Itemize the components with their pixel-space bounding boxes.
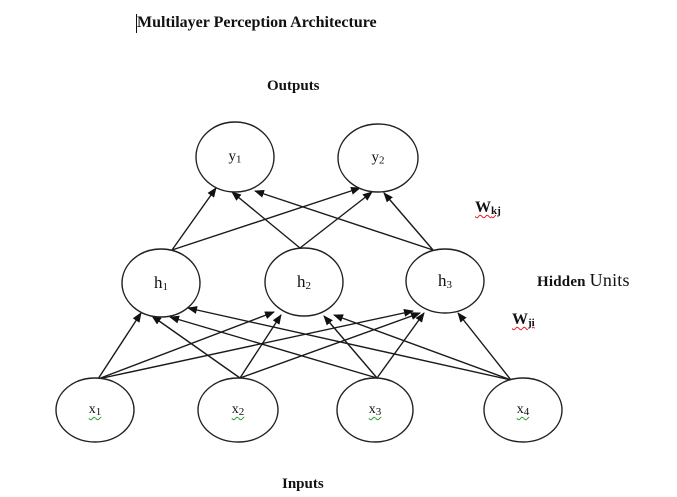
node-label-base: x — [231, 402, 239, 417]
node-label-subscript: 2 — [305, 280, 312, 292]
outputs-label: Outputs — [267, 78, 320, 94]
inputs-label: Inputs — [282, 476, 324, 492]
input-node-x4 — [483, 377, 563, 443]
connection-x2-to-h2 — [239, 314, 282, 379]
node-label-h3: h3 — [438, 271, 452, 291]
hidden-node-h1 — [121, 248, 201, 318]
node-label-base: y — [228, 148, 237, 165]
node-label-subscript: 4 — [523, 406, 530, 418]
connection-x1-to-h3 — [97, 308, 414, 380]
weight-label-ji: Wji — [512, 311, 535, 329]
node-label-base: x — [88, 402, 96, 417]
node-label-x4: x4 — [517, 402, 530, 418]
node-label-y2: y2 — [372, 150, 385, 167]
input-node-x3 — [336, 377, 414, 443]
node-label-base: h — [154, 273, 163, 292]
connection-h1-to-y1 — [171, 187, 217, 251]
node-label-base: h — [297, 272, 306, 291]
node-label-x1: x1 — [89, 402, 102, 418]
connection-x3-to-h1 — [169, 315, 378, 379]
node-label-base: y — [371, 149, 380, 166]
node-label-h2: h2 — [297, 272, 311, 292]
connection-h2-to-y1 — [231, 191, 301, 249]
hidden-units-prefix: Hidden — [537, 274, 590, 290]
nodes-layer — [55, 121, 563, 443]
connection-x3-to-h2 — [323, 315, 378, 379]
node-label-base: h — [438, 271, 447, 290]
connection-x4-to-h1 — [187, 306, 512, 381]
input-node-x2 — [197, 377, 279, 443]
node-label-subscript: 1 — [236, 153, 242, 166]
connection-h2-to-y2 — [299, 191, 373, 249]
input-node-x1 — [55, 377, 135, 443]
connection-x4-to-h2 — [333, 314, 512, 381]
node-label-subscript: 2 — [238, 406, 245, 418]
connection-x1-to-h2 — [97, 311, 275, 380]
node-label-subscript: 2 — [379, 154, 385, 167]
hidden-units-suffix: Units — [589, 270, 630, 290]
hidden-units-label: Hidden Units — [537, 270, 630, 291]
connection-x4-to-h3 — [457, 312, 512, 381]
connection-x2-to-h3 — [239, 312, 421, 379]
weight-ji-sub: ji — [528, 317, 535, 329]
connection-x2-to-h1 — [151, 315, 241, 379]
text-cursor — [136, 14, 137, 33]
weight-kj-sub: kj — [491, 205, 501, 217]
connection-x1-to-h1 — [97, 312, 142, 380]
connection-h3-to-y1 — [254, 190, 434, 251]
node-label-subscript: 1 — [95, 406, 102, 418]
node-label-base: x — [516, 402, 524, 417]
output-node-y2 — [337, 123, 419, 193]
weight-label-kj: Wkj — [475, 199, 501, 217]
connection-h3-to-y2 — [383, 192, 434, 251]
diagram-title: Multilayer Perception Architecture — [137, 14, 377, 31]
weight-kj-base: W — [475, 199, 491, 216]
node-label-h1: h1 — [154, 273, 168, 293]
node-label-subscript: 3 — [375, 406, 382, 418]
weight-ji-base: W — [512, 311, 528, 328]
output-node-y1 — [195, 121, 275, 193]
hidden-node-h2 — [264, 247, 344, 317]
node-label-subscript: 1 — [162, 281, 169, 293]
node-label-y1: y1 — [229, 149, 242, 166]
node-label-x3: x3 — [369, 402, 382, 418]
connection-x3-to-h3 — [376, 312, 425, 379]
node-label-base: x — [368, 402, 376, 417]
connections-layer — [97, 187, 512, 381]
node-label-subscript: 3 — [446, 279, 453, 291]
connection-h1-to-y2 — [171, 187, 361, 251]
node-label-x2: x2 — [232, 402, 245, 418]
hidden-node-h3 — [405, 248, 485, 314]
